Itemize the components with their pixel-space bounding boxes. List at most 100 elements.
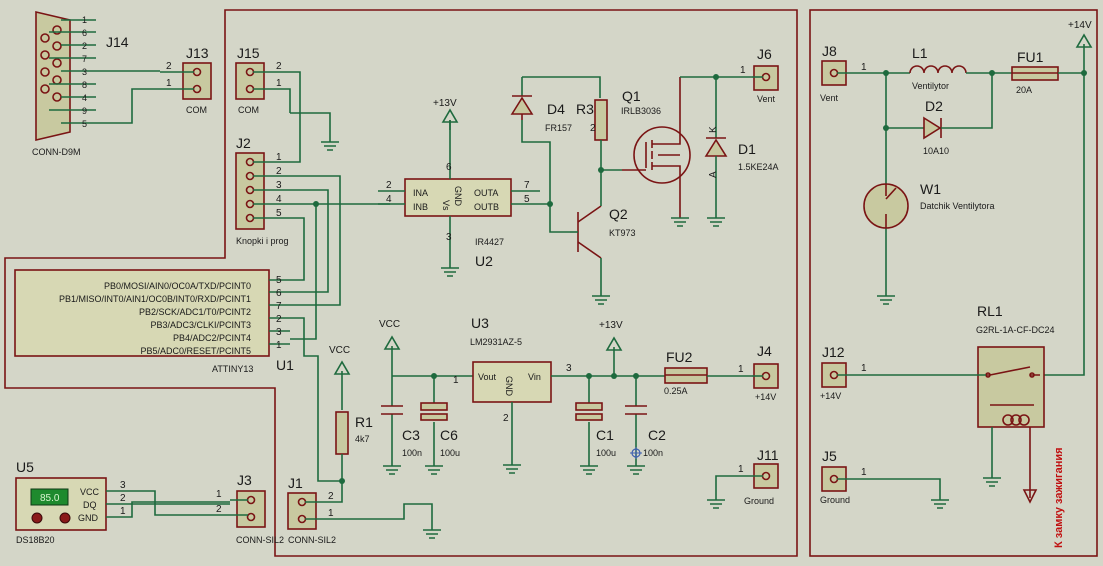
c3-ref: C3 bbox=[402, 427, 420, 443]
fu1-ref: FU1 bbox=[1017, 49, 1044, 65]
j1-value: CONN-SIL2 bbox=[288, 535, 336, 545]
j12-pin-1: 1 bbox=[861, 363, 867, 374]
j3-value: CONN-SIL2 bbox=[236, 535, 284, 545]
capacitor-c1[interactable] bbox=[575, 402, 603, 421]
connector-j4[interactable] bbox=[752, 363, 779, 389]
power-arrow-13v-u2 bbox=[441, 108, 459, 130]
j3-pin-2: 2 bbox=[216, 504, 222, 515]
power-label-vcc-u3: VCC bbox=[379, 319, 400, 330]
power-arrow-vcc-u3 bbox=[383, 335, 401, 376]
connector-j2[interactable] bbox=[235, 152, 265, 230]
ignition-label: К замку зажигания bbox=[1053, 447, 1065, 548]
j12-value: +14V bbox=[820, 391, 841, 401]
r3-ref: R3 bbox=[576, 101, 594, 117]
j15-value: COM bbox=[238, 105, 259, 115]
d1-ref: D1 bbox=[738, 141, 756, 157]
connector-j12[interactable] bbox=[821, 362, 986, 388]
fuse-fu1[interactable] bbox=[1011, 66, 1059, 81]
switch-w1[interactable] bbox=[863, 183, 909, 229]
chip-u1[interactable] bbox=[14, 269, 290, 357]
mosfet-q1[interactable] bbox=[622, 77, 691, 218]
u2-ref: U2 bbox=[475, 253, 493, 269]
d4-ref: D4 bbox=[547, 101, 565, 117]
inductor-l1[interactable] bbox=[909, 65, 967, 74]
j5-pin-1: 1 bbox=[861, 467, 867, 478]
connector-j6[interactable] bbox=[752, 65, 779, 91]
connector-j1[interactable] bbox=[287, 492, 433, 530]
ground-symbol-q1 bbox=[671, 217, 689, 227]
u2-num-vs: 6 bbox=[446, 162, 452, 173]
q2-value: KT973 bbox=[609, 228, 636, 238]
chip-u2[interactable] bbox=[378, 120, 550, 268]
q1-value: IRLB3036 bbox=[621, 106, 661, 116]
u1-pin-pb3-num: 2 bbox=[276, 314, 282, 325]
u2-num-outa: 7 bbox=[524, 180, 530, 191]
capacitor-c6[interactable] bbox=[420, 402, 448, 421]
sheet-border-relay bbox=[809, 9, 1098, 557]
fuse-fu2[interactable] bbox=[664, 367, 708, 384]
u1-pin-pb2-name: PB2/SCK/ADC1/T0/PCINT2 bbox=[139, 307, 251, 317]
connector-j15[interactable] bbox=[235, 62, 301, 113]
c6-value: 100u bbox=[440, 448, 460, 458]
l1-value: Ventilytor bbox=[912, 81, 949, 91]
u1-ref: U1 bbox=[276, 357, 294, 373]
j13-pin-1: 1 bbox=[166, 78, 172, 89]
u2-pin-inb: INB bbox=[413, 202, 428, 212]
resistor-r3[interactable] bbox=[594, 99, 608, 141]
u2-num-gnd: 3 bbox=[446, 232, 452, 243]
power-arrow-vcc-r1 bbox=[333, 360, 351, 410]
regulator-u3[interactable] bbox=[472, 361, 552, 465]
ground-symbol-d1 bbox=[707, 217, 725, 227]
j14-pin-3: 3 bbox=[82, 67, 87, 77]
j15-ref: J15 bbox=[237, 45, 260, 61]
u1-pin-pb2-num: 7 bbox=[276, 301, 282, 312]
power-arrow-13v-u3 bbox=[605, 336, 623, 376]
power-label-vcc-r1: VCC bbox=[329, 345, 350, 356]
ground-symbol-c1 bbox=[580, 465, 598, 475]
sensor-u5[interactable] bbox=[15, 477, 230, 531]
connector-j11[interactable] bbox=[715, 463, 779, 500]
j4-ref: J4 bbox=[757, 343, 772, 359]
q2-ref: Q2 bbox=[609, 206, 628, 222]
capacitor-c3[interactable] bbox=[381, 405, 403, 415]
j14-pin-8: 8 bbox=[82, 80, 87, 90]
u2-num-inb: 4 bbox=[386, 194, 392, 205]
transistor-q2[interactable] bbox=[570, 170, 602, 296]
ground-symbol-c6 bbox=[425, 465, 443, 475]
j1-pin-1: 1 bbox=[328, 508, 334, 519]
j11-value: Ground bbox=[744, 496, 774, 506]
j2-pin-3: 3 bbox=[276, 180, 282, 191]
j14-pin-7: 7 bbox=[82, 54, 87, 64]
u5-pin-vcc: VCC bbox=[80, 487, 100, 497]
j6-value: Vent bbox=[757, 94, 776, 104]
j8-pin-1: 1 bbox=[861, 62, 867, 73]
u5-display-value: 85.0 bbox=[40, 493, 60, 504]
u3-num-3: 3 bbox=[566, 363, 572, 374]
connector-j14[interactable]: 1 6 2 7 3 8 4 9 5 bbox=[35, 10, 96, 142]
connector-j8[interactable] bbox=[821, 60, 910, 86]
u3-num-1: 1 bbox=[453, 375, 459, 386]
connector-j5[interactable] bbox=[821, 466, 941, 500]
u3-pin-vout: Vout bbox=[478, 372, 497, 382]
connector-j3[interactable] bbox=[230, 490, 266, 528]
diode-d2[interactable] bbox=[923, 116, 942, 140]
rl1-ref: RL1 bbox=[977, 303, 1003, 319]
j13-pin-2: 2 bbox=[166, 61, 172, 72]
u3-num-2: 2 bbox=[503, 413, 509, 424]
capacitor-c2[interactable] bbox=[625, 405, 647, 415]
q1-ref: Q1 bbox=[622, 88, 641, 104]
relay-rl1[interactable] bbox=[977, 346, 1045, 428]
resistor-r1[interactable] bbox=[335, 411, 349, 455]
j13-value: COM bbox=[186, 105, 207, 115]
u2-pin-ina: INA bbox=[413, 188, 428, 198]
u5-num-vcc: 3 bbox=[120, 480, 126, 491]
diode-d1[interactable] bbox=[704, 137, 728, 218]
j12-ref: J12 bbox=[822, 344, 845, 360]
connector-j13[interactable] bbox=[160, 62, 212, 100]
diode-d4[interactable] bbox=[510, 95, 534, 120]
power-label-13v-u3: +13V bbox=[599, 320, 623, 331]
u3-value: LM2931AZ-5 bbox=[470, 337, 522, 347]
j4-pin-1: 1 bbox=[738, 364, 744, 375]
j2-pin-5: 5 bbox=[276, 208, 282, 219]
c2-value: 100n bbox=[643, 448, 663, 458]
